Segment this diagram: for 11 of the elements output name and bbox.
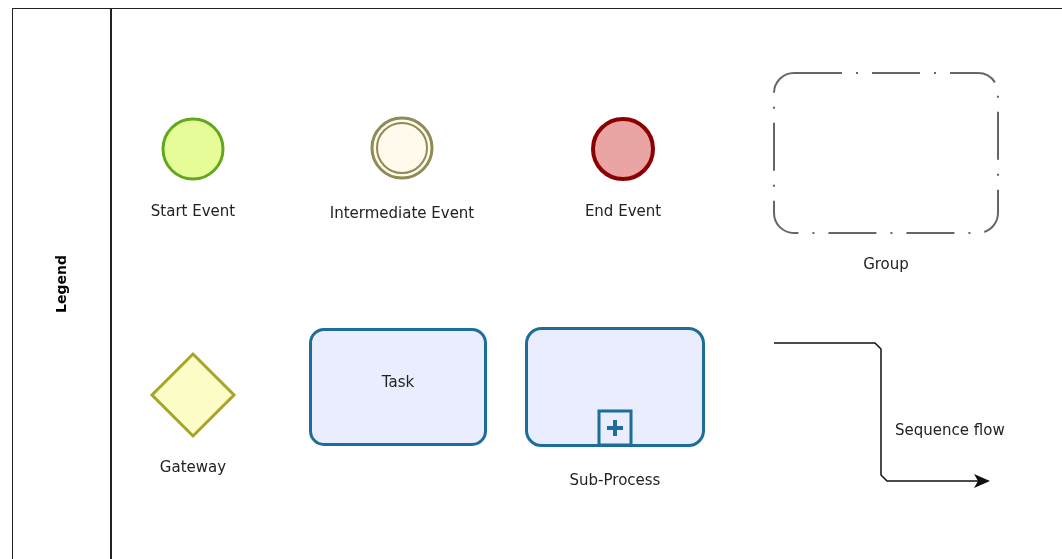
shape-caption: Intermediate Event <box>328 203 476 224</box>
shape-caption: Group <box>862 254 910 275</box>
shape-caption: Sub-Process <box>568 470 662 491</box>
shape-caption: End Event <box>583 201 663 222</box>
shape-caption: Gateway <box>158 457 228 478</box>
task-label: Task <box>381 373 415 391</box>
pool <box>12 8 1062 559</box>
shape-caption: Start Event <box>149 201 237 222</box>
task-box <box>309 328 487 446</box>
lane-title: Legend <box>53 255 69 313</box>
legend-label: Sequence flow <box>895 421 1005 439</box>
